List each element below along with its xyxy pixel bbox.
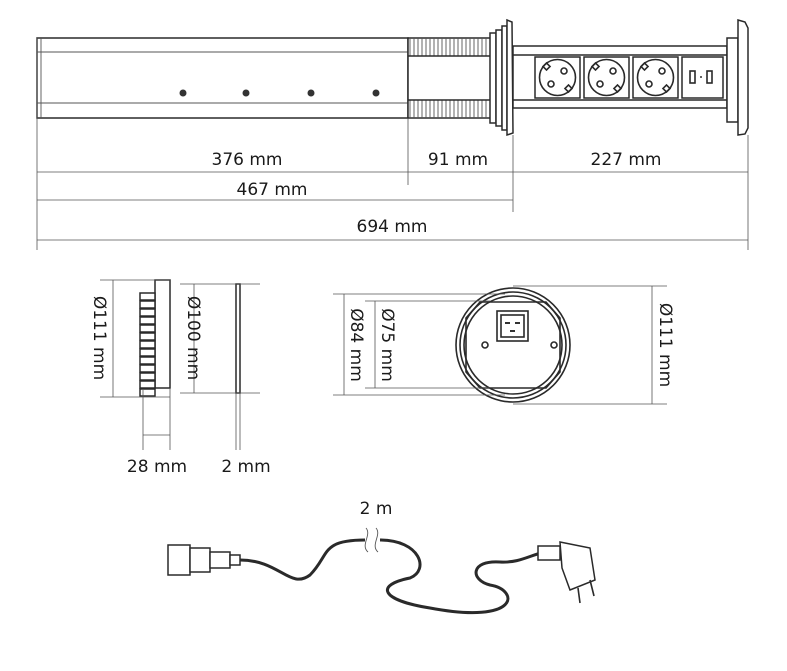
power-tower-side-view: [36, 18, 749, 137]
screw-icon: [481, 341, 489, 349]
screw-icon: [242, 89, 250, 97]
power-cable: 2 m: [167, 499, 596, 614]
cable-length-label: 2 m: [360, 499, 393, 519]
iec-inlet-icon: [496, 310, 529, 342]
screw-icon: [179, 89, 187, 97]
iec-plug-icon: [167, 544, 241, 576]
dim-front-flange-diameter: Ø111 mm: [655, 303, 675, 387]
schuko-socket-icon: [632, 56, 679, 99]
socket-section: [512, 19, 749, 136]
dim-plate-diameter: Ø100 mm: [183, 296, 203, 380]
threaded-section: [407, 18, 514, 137]
flange-side-view: Ø111 mm 28 mm: [89, 279, 187, 477]
front-view: Ø84 mm Ø75 mm Ø111 mm: [333, 285, 675, 405]
dim-outer-diameter: Ø84 mm: [346, 308, 366, 382]
dim-flange-diameter: Ø111 mm: [89, 296, 109, 380]
dim-total-length: 694 mm: [357, 217, 428, 237]
usb-module: [681, 56, 724, 99]
dim-inner-diameter: Ø75 mm: [377, 308, 397, 382]
usb-port-icon: [706, 70, 713, 84]
top-dimensions: 376 mm 91 mm 227 mm 467 mm 694 mm: [36, 118, 749, 250]
dim-body-length: 467 mm: [237, 180, 308, 200]
dim-tube-length: 376 mm: [212, 150, 283, 170]
dim-socket-length: 227 mm: [591, 150, 662, 170]
dim-plate-thickness: 2 mm: [221, 457, 270, 477]
dim-thread-length: 91 mm: [428, 150, 488, 170]
usb-port-icon: [689, 70, 696, 84]
schuko-plug-icon: [537, 541, 596, 604]
screw-icon: [307, 89, 315, 97]
schuko-socket-icon: [534, 56, 581, 99]
screw-icon: [550, 341, 558, 349]
main-tube: [36, 37, 409, 119]
plate-side-view: Ø100 mm 2 mm: [180, 283, 271, 477]
schuko-socket-icon: [583, 56, 630, 99]
screw-icon: [372, 89, 380, 97]
dim-flange-depth: 28 mm: [127, 457, 187, 477]
